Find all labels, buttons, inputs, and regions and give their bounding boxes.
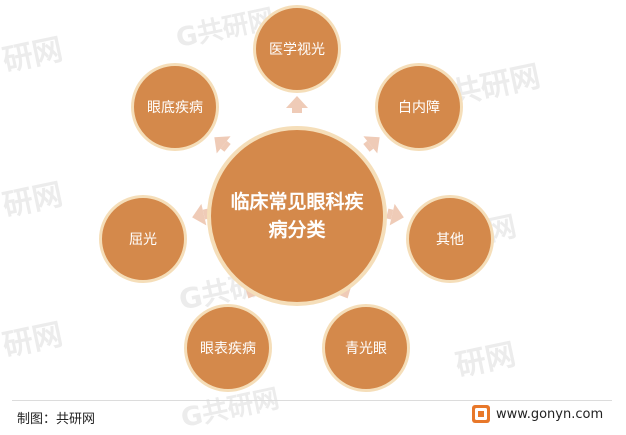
category-node-label: 眼底疾病 <box>147 100 203 116</box>
watermark: 研网 <box>0 32 66 79</box>
arrow-to-node-5 <box>189 203 207 229</box>
category-node-label: 屈光 <box>129 232 157 248</box>
category-node-glaucoma: 青光眼 <box>322 304 410 392</box>
category-node-label: 眼表疾病 <box>200 341 256 357</box>
gonyn-logo-icon <box>472 405 490 423</box>
arrow-to-node-2 <box>389 203 407 229</box>
category-node-ocular-surface: 眼表疾病 <box>184 304 272 392</box>
category-node-label: 青光眼 <box>345 341 387 357</box>
category-node-label: 医学视光 <box>269 42 325 58</box>
category-node-other: 其他 <box>406 195 494 283</box>
category-node-label: 白内障 <box>398 100 440 116</box>
arrow-to-node-0 <box>286 96 308 113</box>
watermark: 研网 <box>0 177 66 224</box>
category-node-label: 其他 <box>436 232 464 248</box>
center-category-label: 临床常见眼科疾病分类 <box>230 191 364 241</box>
category-node-refraction: 屈光 <box>99 195 187 283</box>
footer-divider <box>12 400 612 401</box>
website-url: www.gonyn.com <box>496 406 604 422</box>
category-node-cataract: 白内障 <box>375 63 463 151</box>
footer-website: www.gonyn.com <box>472 405 603 423</box>
center-category-circle: 临床常见眼科疾病分类 <box>207 126 387 306</box>
watermark: 研网 <box>0 317 66 364</box>
watermark: 研网 <box>452 337 519 384</box>
category-node-vision-optometry: 医学视光 <box>253 5 341 93</box>
category-node-fundus: 眼底疾病 <box>131 63 219 151</box>
footer-source: 制图：共研网 <box>17 412 96 427</box>
